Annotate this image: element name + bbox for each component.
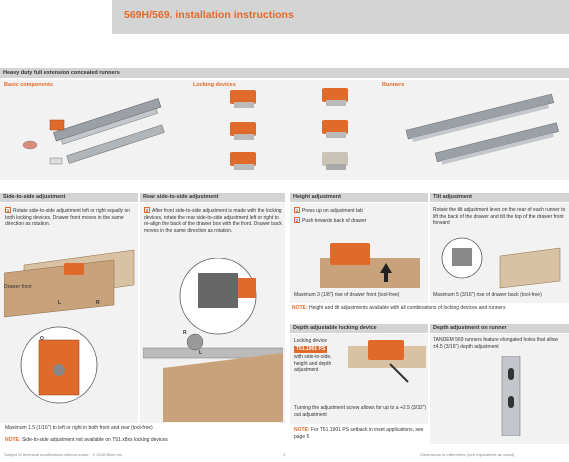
side-note-text: Side-to-side adjustment not available on… [21, 437, 168, 443]
side-adjust-illustration [4, 249, 135, 404]
depth-lock-note: NOTE: For T51.1901 PS setback in inset a… [294, 427, 428, 440]
locking-device-3 [230, 122, 256, 140]
rear-device [198, 273, 238, 308]
locking-device-2 [322, 88, 348, 106]
height-adjust-illustration [320, 243, 420, 288]
depth-runner-panel [430, 334, 569, 444]
height-max-text: Maximum 3 (1/8") rise of drawer front (t… [294, 292, 400, 298]
depth-runner-heading: Depth adjustment on runner [430, 324, 569, 333]
height-arrow-stem [384, 272, 388, 282]
side-max-text: Maximum 1.5 (1/16") to left or right in … [5, 425, 153, 431]
height-step1-number: 1 [294, 207, 300, 213]
depth-lock-line2: with side-to-side, height and depth adju… [294, 354, 332, 374]
depth-lock-device [368, 340, 404, 360]
runner-drawing-2 [66, 124, 165, 164]
tilt-adjust-heading: Tilt adjustment [430, 193, 569, 202]
footer-right: Dimensions in millimeters (inch equivale… [420, 452, 515, 457]
depth-lock-illustration [348, 340, 426, 383]
height-tilt-note-text: Height and tilt adjustments available wi… [308, 305, 506, 311]
tilt-max-text: Maximum 5 (3/16") rise of drawer back (t… [433, 292, 542, 298]
tilt-lever [452, 248, 472, 266]
depth-lock-note-text: For T51.1901 PS setback in inset applica… [294, 427, 424, 440]
tilt-adjust-illustration [441, 237, 561, 289]
rear-device-tab [238, 278, 256, 298]
side-note-label: NOTE: [5, 437, 21, 443]
runner-drawing [53, 98, 162, 145]
runner-bottom [434, 122, 559, 165]
locking-device-4 [322, 120, 348, 138]
side-note: NOTE: Side-to-side adjustment not availa… [5, 437, 285, 444]
basic-components-illustration [22, 98, 165, 165]
height-step1-text: Press up on adjustment tab [302, 208, 363, 214]
depth-lock-code-wrap: T51.1901 PS [294, 346, 328, 353]
rear-runner [143, 347, 283, 359]
depth-runner-illustration [501, 356, 521, 436]
page-title: 569H/569. installation instructions [124, 9, 294, 21]
runner-slot-2 [508, 396, 514, 408]
rear-wheel [186, 333, 204, 351]
depth-lock-code: T51.1901 PS [294, 346, 328, 353]
rear-adjust-heading: Rear side-to-side adjustment [140, 193, 285, 202]
clip-small [49, 157, 63, 165]
depth-lock-screwdriver [389, 363, 409, 383]
footer-page: 3 [283, 452, 286, 457]
side-callout-r: R [96, 300, 100, 306]
depth-lock-note-label: NOTE: [294, 427, 310, 433]
locking-devices-label: Locking devices [193, 82, 236, 88]
height-tilt-note-label: NOTE: [292, 305, 308, 311]
section-heading: Heavy duty full extension concealed runn… [0, 68, 569, 78]
height-step2-number: 2 [294, 217, 300, 223]
rear-callout-l: L [199, 350, 203, 356]
depth-lock-line1: Locking device [294, 338, 328, 344]
height-adjust-heading: Height adjustment [290, 193, 428, 202]
drawer-front-label: Drawer front [4, 284, 32, 290]
height-arrow-up [380, 263, 392, 273]
runner-slot [508, 368, 514, 380]
footer-left: Subject to technical modifications witho… [4, 452, 124, 457]
side-step1-text: Rotate side-to-side adjustment left or r… [5, 208, 131, 228]
depth-lock-heading: Depth adjustable locking device [290, 324, 428, 333]
height-tilt-note: NOTE: Height and tilt adjustments availa… [292, 305, 568, 312]
rear-step2-text: After front side-to-side adjustment is m… [144, 208, 282, 234]
depth-runner-text: TANDEM 569 runners feature elongated hol… [433, 337, 558, 350]
rear-adjust-illustration [143, 258, 283, 422]
runners-illustration [405, 93, 559, 165]
adjust-wheel [53, 364, 65, 376]
runners-label: Runners [382, 82, 405, 88]
locking-device-1 [230, 90, 256, 108]
title-bar: 569H/569. installation instructions [112, 0, 569, 34]
depth-lock-turning: Turning the adjustment screw allows for … [294, 405, 427, 418]
locking-device-5 [230, 152, 256, 170]
locking-device-part [64, 263, 84, 275]
locking-device-6 [322, 152, 348, 170]
bracket-small [22, 140, 38, 150]
rear-callout-r: R [183, 330, 187, 336]
side-step1-number: 1 [5, 207, 11, 213]
height-step2-text: Push towards back of drawer [302, 218, 367, 224]
runner-top [405, 93, 555, 142]
side-adjust-heading: Side-to-side adjustment [0, 193, 138, 202]
tilt-drawer [499, 247, 561, 289]
side-callout-l: L [58, 300, 62, 306]
locking-device-small [49, 119, 65, 131]
basic-components-label: Basic components [4, 82, 53, 88]
side-callout-o: O [40, 336, 44, 342]
tilt-text: Rotate the tilt adjustment lever on the … [433, 207, 566, 227]
rear-drawer-wood [163, 353, 283, 422]
rear-step2-number: 2 [144, 207, 150, 213]
height-device [330, 243, 370, 265]
locking-devices-illustration [230, 88, 348, 170]
